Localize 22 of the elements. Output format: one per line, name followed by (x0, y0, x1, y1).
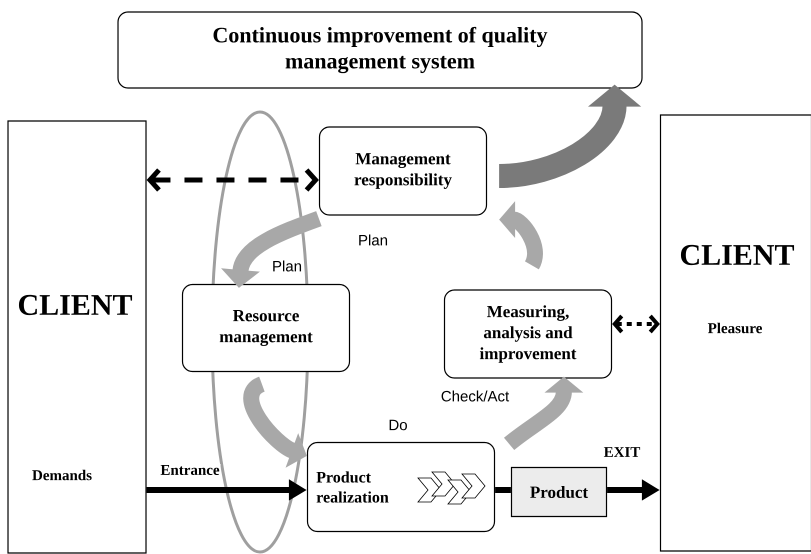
process-box: Management responsibility (318, 126, 488, 216)
client-heading: CLIENT (18, 294, 132, 316)
process-box: Resource management (182, 284, 350, 372)
product-box: Product (510, 466, 608, 518)
client-note: Demands (32, 470, 92, 480)
client-box (660, 114, 811, 552)
phase-label: Plan (359, 234, 388, 246)
edge-label: Plan (271, 260, 304, 272)
arrow (612, 314, 660, 334)
box-text: Product realization (316, 471, 389, 503)
edge-label: Entrance (159, 464, 221, 476)
connector-line (495, 487, 511, 493)
arrow (146, 168, 319, 192)
process-box (306, 442, 496, 532)
client-heading: CLIENT (680, 244, 794, 266)
banner-box: Continuous improvement of quality management system (117, 11, 643, 89)
edge-label: EXIT (602, 446, 642, 458)
client-note: Pleasure (708, 322, 762, 334)
process-box: Measuring, analysis and improvement (444, 289, 612, 379)
edge-label: Check/Act (440, 389, 510, 402)
phase-label: Do (390, 420, 407, 430)
client-box (7, 120, 147, 554)
